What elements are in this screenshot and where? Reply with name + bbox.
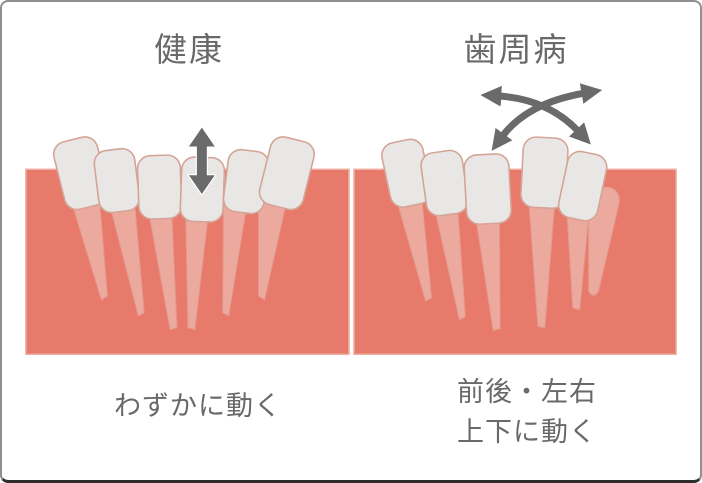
healthy-tooth-crowns bbox=[52, 136, 316, 223]
healthy-panel-illustration bbox=[25, 126, 350, 356]
healthy-caption-line1: わずかに動く bbox=[114, 391, 282, 421]
periodontal-caption: 前後・左右 上下に動く bbox=[457, 372, 597, 452]
periodontal-panel-illustration bbox=[353, 83, 677, 356]
periodontal-title: 歯周病 bbox=[463, 31, 569, 68]
tooth-crown bbox=[136, 154, 183, 220]
periodontal-tooth-crowns bbox=[381, 136, 608, 225]
tooth-crown-tilted bbox=[557, 150, 608, 222]
periodontal-caption-line1: 前後・左右 bbox=[457, 377, 597, 407]
tooth-crown bbox=[93, 147, 141, 214]
up-down-double-arrow-icon bbox=[187, 126, 217, 196]
healthy-title: 健康 bbox=[154, 31, 224, 68]
tooth-crown-tilted bbox=[420, 149, 469, 217]
curved-arrow-lower-left-to-right bbox=[491, 83, 603, 151]
healthy-caption: わずかに動く bbox=[114, 386, 282, 426]
tooth-crown bbox=[258, 136, 316, 211]
tooth-crown-tilted bbox=[463, 153, 513, 225]
periodontal-caption-line2: 上下に動く bbox=[457, 417, 597, 447]
crossed-multidirection-arrows-icon bbox=[480, 83, 603, 151]
